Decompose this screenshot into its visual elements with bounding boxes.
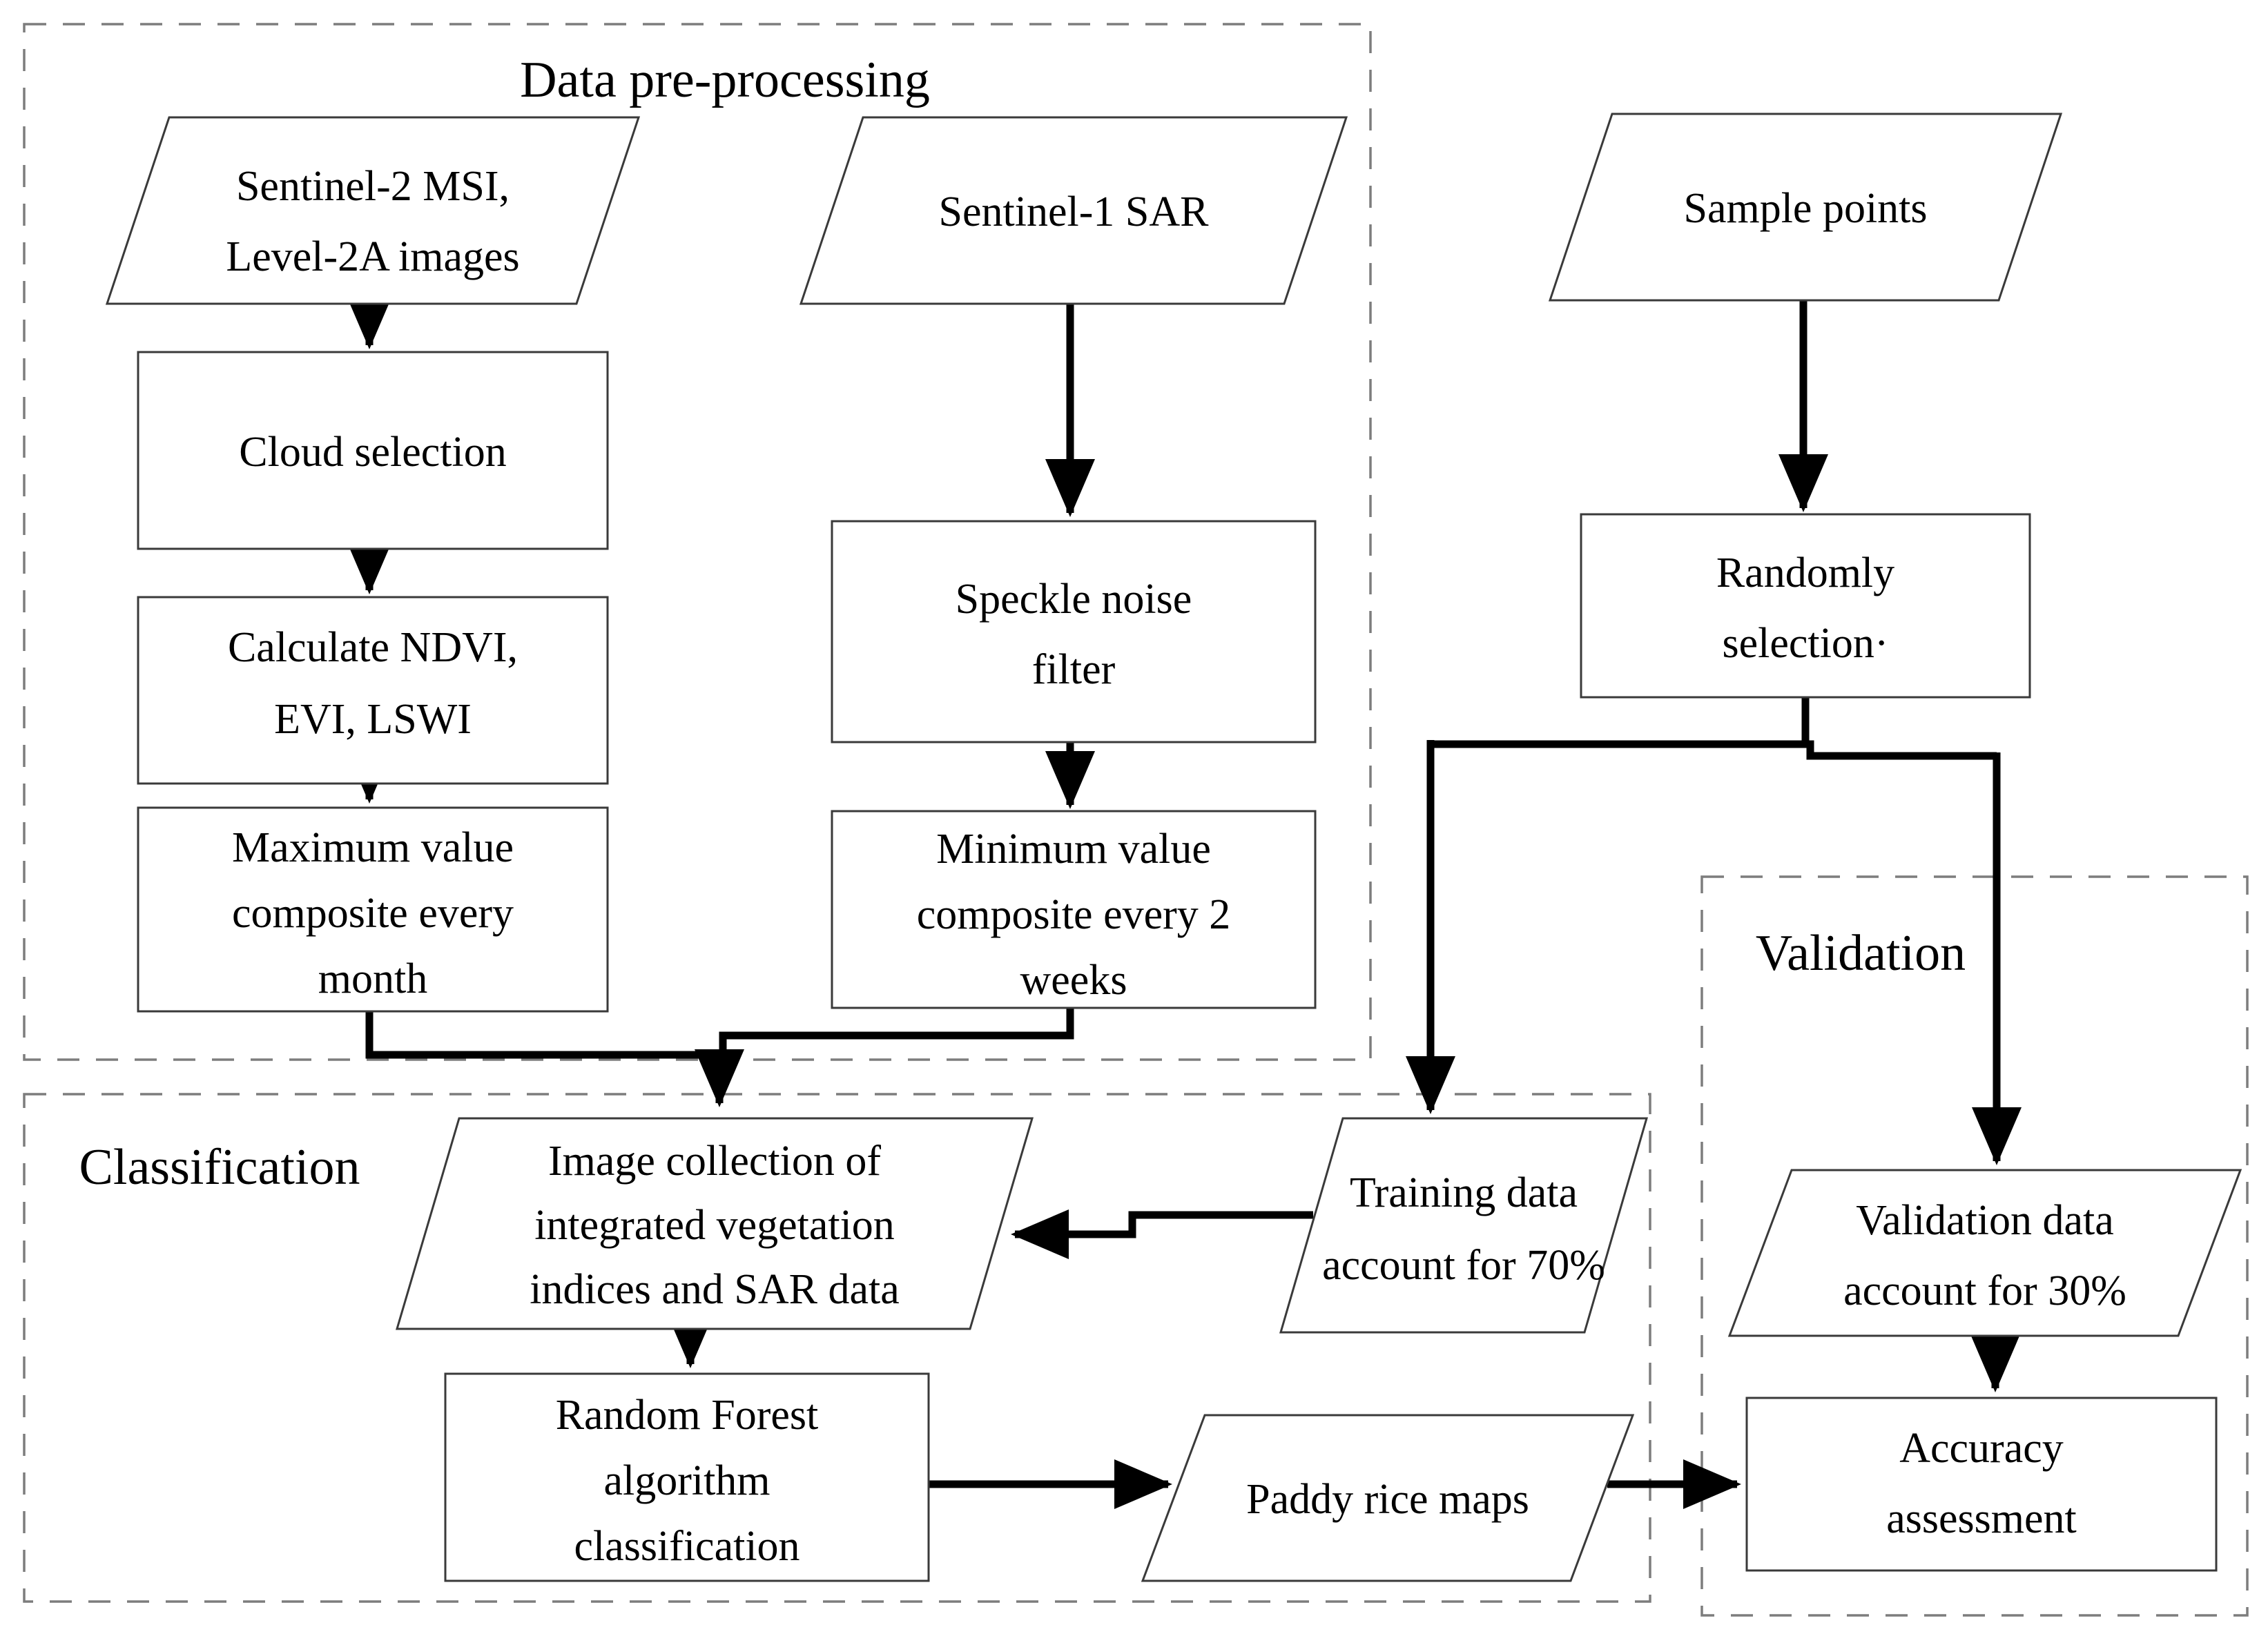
classification-label: Classification [79,1139,360,1196]
node-random-selection: Randomly selection· [1580,513,2031,699]
training-data-label-line-1: Training data [1350,1169,1578,1216]
speckle-filter-shape [831,520,1317,743]
random-forest-label-line-1: Random Forest [556,1392,819,1439]
validation-data-label-line-1: Validation data [1856,1197,2114,1244]
node-calc-indices: Calculate NDVI, EVI, LSWI [137,596,609,785]
accuracy-label-line-2: assessment [1886,1495,2077,1542]
random-forest-label-line-3: classification [574,1523,799,1570]
speckle-filter-label-line-1: Speckle noise [956,576,1192,623]
container-classification: Classification [23,1093,1651,1603]
edge-training_data-to-image_collection [1011,1209,1313,1259]
edge-max_composite-elbow [365,1011,715,1059]
container-validation: Validation [1700,875,2249,1617]
validation-data-label-line-2: account for 30% [1843,1267,2126,1314]
validation-label: Validation [1756,925,1966,982]
node-validation-data: Validation data account for 30% [1727,1169,2242,1337]
max-composite-label-line-3: month [318,955,427,1002]
training-data-label-line-2: account for 70% [1322,1242,1605,1289]
min-composite-label-line-1: Minimum value [936,826,1211,873]
min-composite-label-line-3: weeks [1020,957,1127,1004]
edge-random_selection-split [1431,740,1997,760]
image-collection-shape [395,1117,1034,1330]
sentinel1-shape [799,116,1348,305]
image-collection-label-line-3: indices and SAR data [530,1266,900,1313]
sentinel2-label-line-1: Sentinel-2 MSI, [236,163,510,210]
preprocessing-label: Data pre-processing [520,52,930,108]
max-composite-label-line-1: Maximum value [232,824,514,871]
calc-indices-shape [137,596,609,785]
node-sentinel2: Sentinel-2 MSI, Level-2A images [105,116,641,305]
sample-points-label-line-1: Sample points [1683,185,1927,232]
random-forest-label-line-2: algorithm [603,1457,770,1504]
cloud-selection-label-line-1: Cloud selection [239,429,506,476]
max-composite-label-line-2: composite every [232,890,514,937]
max-composite-shape [137,806,609,1013]
random-selection-label-line-1: Randomly [1716,549,1894,596]
calc-indices-label-line-1: Calculate NDVI, [228,624,518,671]
accuracy-shape [1745,1397,2218,1572]
image-collection-label-line-2: integrated vegetation [534,1202,895,1249]
node-sample-points: Sample points [1548,113,2063,302]
sentinel1-label-line-1: Sentinel-1 SAR [939,188,1210,235]
node-paddy-maps: Paddy rice maps [1141,1414,1635,1582]
sentinel2-label-line-2: Level-2A images [226,233,519,280]
node-sentinel1: Sentinel-1 SAR [799,116,1348,305]
cloud-selection-shape [137,351,609,550]
node-max-composite: Maximum value composite every month [137,806,609,1013]
accuracy-label-line-1: Accuracy [1899,1425,2064,1472]
image-collection-label-line-1: Image collection of [548,1138,881,1185]
min-composite-shape [831,810,1317,1009]
node-random-forest: Random Forest algorithm classification [444,1372,930,1582]
node-cloud-selection: Cloud selection [137,351,609,550]
classification-border [23,1093,1651,1603]
paddy-maps-label-line-1: Paddy rice maps [1246,1476,1529,1523]
paddy-maps-shape [1141,1414,1635,1582]
random-forest-shape [444,1372,930,1582]
node-accuracy: Accuracy assessment [1745,1397,2218,1572]
validation-data-shape [1727,1169,2242,1337]
node-speckle-filter: Speckle noise filter [831,520,1317,743]
sentinel2-shape [105,116,641,305]
min-composite-label-line-2: composite every 2 [917,891,1231,938]
random-selection-label-line-2: selection· [1722,620,1888,667]
speckle-filter-label-line-2: filter [1032,646,1116,693]
calc-indices-label-line-2: EVI, LSWI [274,696,472,743]
validation-border [1700,875,2249,1617]
node-training-data: Training data account for 70% [1279,1117,1648,1334]
node-min-composite: Minimum value composite every 2 weeks [831,810,1317,1009]
edge-min_composite-elbow [719,1008,1074,1055]
node-image-collection: Image collection of integrated vegetatio… [395,1117,1034,1330]
sample-points-shape [1548,113,2063,302]
random-selection-shape [1580,513,2031,699]
training-data-shape [1279,1117,1648,1334]
